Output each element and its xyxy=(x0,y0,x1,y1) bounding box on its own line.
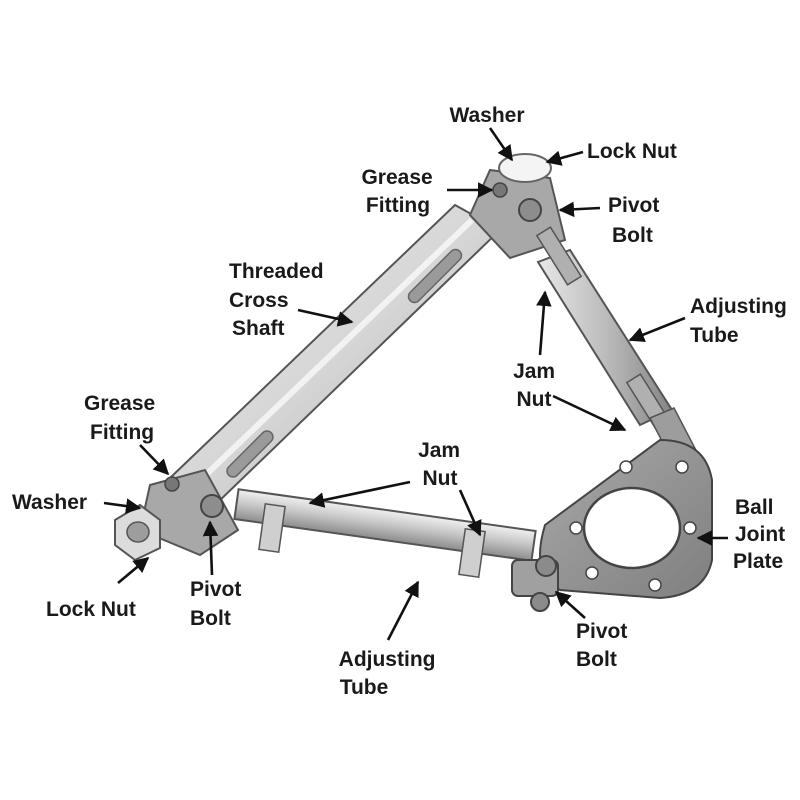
right-adjusting-tube xyxy=(535,226,702,469)
label-pivot-bolt-top: Pivot Bolt xyxy=(608,194,665,247)
upper-washer xyxy=(498,153,552,183)
arrow-lock-nut-top xyxy=(545,150,584,166)
label-ball-joint-plate: Ball Joint Plate xyxy=(733,496,791,573)
label-pivot-bolt-right: Pivot Bolt xyxy=(576,620,633,671)
arrow-threaded-cross-shaft xyxy=(297,308,354,327)
label-jam-nut-bottom: Jam Nut xyxy=(418,439,466,490)
label-grease-fitting-top: Grease Fitting xyxy=(361,166,438,217)
left-pivot-bolt xyxy=(200,494,224,518)
label-lock-nut-left: Lock Nut xyxy=(46,598,136,621)
label-pivot-bolt-left: Pivot Bolt xyxy=(190,578,247,630)
label-washer-top: Washer xyxy=(449,104,524,127)
right-jam-nut-upper xyxy=(535,226,583,286)
label-washer-left: Washer xyxy=(12,491,87,514)
arrow-jam-nut-bottom-right xyxy=(458,489,482,537)
arrow-jam-nut-right-down xyxy=(552,394,627,432)
arrow-washer-left xyxy=(103,498,142,514)
arrow-pivot-bolt-right xyxy=(554,590,586,619)
arrow-jam-nut-right-up xyxy=(536,290,552,356)
label-grease-fitting-left: Grease Fitting xyxy=(84,392,161,444)
arrow-pivot-bolt-left xyxy=(202,520,219,576)
ball-joint-hole xyxy=(582,486,682,570)
label-adjusting-tube-right: Adjusting Tube xyxy=(690,295,793,347)
label-adjusting-tube-bottom: Adjusting Tube xyxy=(339,648,442,699)
left-grease-fitting xyxy=(164,476,180,492)
control-arm-assembly xyxy=(114,153,713,612)
arrow-adjusting-tube-right xyxy=(628,316,686,343)
label-jam-nut-right: Jam Nut xyxy=(513,360,561,411)
lower-right-pivot xyxy=(511,555,559,612)
arrow-adjusting-tube-bottom xyxy=(386,580,420,641)
leader-arrows xyxy=(103,127,728,641)
arrow-washer-top xyxy=(488,127,514,162)
arrow-grease-fitting-left xyxy=(139,444,170,476)
arrow-pivot-bolt-top xyxy=(558,201,601,218)
arrow-jam-nut-bottom-left xyxy=(308,480,411,508)
upper-grease-fitting xyxy=(492,182,508,198)
callout-labels: Washer Lock Nut Grease Fitting Pivot Bol… xyxy=(12,104,793,699)
right-pivot-bolt xyxy=(535,555,557,577)
bottom-adjusting-tube xyxy=(233,488,537,579)
ball-joint-plate xyxy=(539,438,713,600)
arrow-lock-nut-left xyxy=(117,557,150,584)
label-threaded-cross-shaft: Threaded Cross Shaft xyxy=(229,260,329,340)
upper-pivot-bolt xyxy=(518,198,542,222)
label-lock-nut-top: Lock Nut xyxy=(587,140,677,163)
